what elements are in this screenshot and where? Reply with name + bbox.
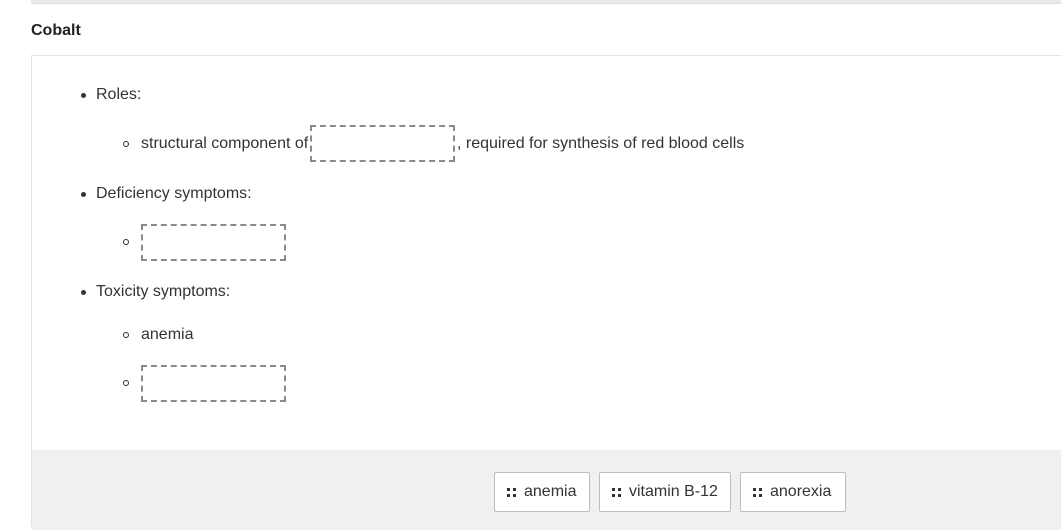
roles-label: Roles: bbox=[96, 86, 142, 103]
question-panel: Roles: structural component of , require… bbox=[31, 55, 1061, 530]
drag-handle-icon bbox=[507, 487, 516, 497]
sub-list-bullet bbox=[123, 239, 129, 245]
fill-in-list: Roles: structural component of , require… bbox=[32, 56, 1061, 451]
choice-chip-anorexia[interactable]: anorexia bbox=[740, 472, 846, 512]
roles-sub-prefix: structural component of bbox=[141, 135, 309, 152]
choice-label: vitamin B-12 bbox=[629, 483, 718, 500]
drag-handle-icon bbox=[612, 487, 621, 497]
drop-zone-deficiency[interactable] bbox=[141, 224, 286, 261]
choice-label: anemia bbox=[524, 483, 577, 500]
sub-list-bullet bbox=[123, 141, 129, 147]
choice-label: anorexia bbox=[770, 483, 832, 500]
roles-sub-suffix: , required for synthesis of red blood ce… bbox=[457, 135, 745, 152]
list-bullet bbox=[81, 93, 86, 98]
drop-zone-toxicity[interactable] bbox=[141, 365, 286, 402]
section-title: Cobalt bbox=[31, 22, 81, 39]
list-bullet bbox=[81, 290, 86, 295]
drag-handle-icon bbox=[753, 487, 762, 497]
deficiency-label: Deficiency symptoms: bbox=[96, 185, 252, 202]
sub-list-bullet bbox=[123, 332, 129, 338]
drop-zone-roles[interactable] bbox=[310, 125, 455, 162]
choice-chip-vitamin-b12[interactable]: vitamin B-12 bbox=[599, 472, 731, 512]
previous-panel-edge bbox=[31, 0, 1061, 4]
toxicity-sub-anemia: anemia bbox=[141, 326, 194, 343]
choices-tray: anemia vitamin B-12 anorexia bbox=[32, 450, 1061, 530]
toxicity-label: Toxicity symptoms: bbox=[96, 283, 231, 300]
choice-chip-anemia[interactable]: anemia bbox=[494, 472, 590, 512]
list-bullet bbox=[81, 192, 86, 197]
sub-list-bullet bbox=[123, 380, 129, 386]
